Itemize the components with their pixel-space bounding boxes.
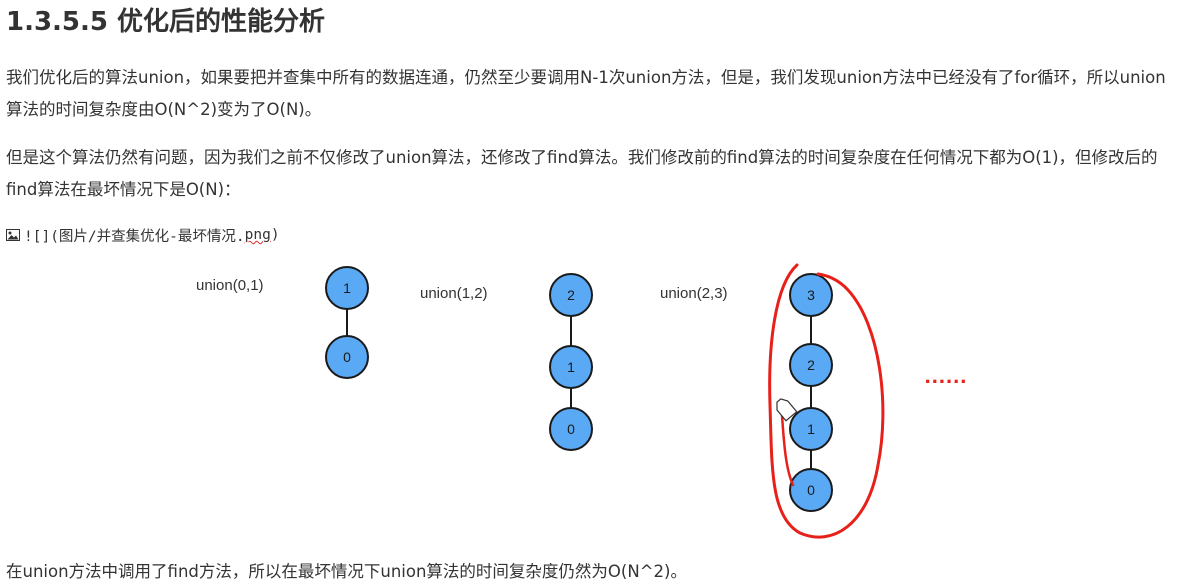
tree-node: 0 [325, 335, 369, 379]
tree-node: 2 [549, 273, 593, 317]
continuation-dots: ...... [925, 363, 968, 388]
svg-text:1: 1 [807, 421, 815, 437]
red-highlight-stroke [780, 413, 795, 487]
tree-node: 0 [549, 407, 593, 451]
tree-union-2-3: 3 2 1 0 [789, 273, 833, 512]
paragraph-find-problem: 但是这个算法仍然有问题，因为我们之前不仅修改了union算法，还修改了find算… [6, 148, 1158, 199]
svg-text:1: 1 [343, 280, 351, 296]
tree-union-1-2: 2 1 0 [549, 273, 593, 451]
tree-node: 1 [549, 345, 593, 389]
section-heading: 1.3.5.5 优化后的性能分析 [6, 7, 326, 37]
union-label-1: union(0,1) [196, 277, 264, 294]
red-highlight-loop [768, 263, 885, 539]
union-label-2: union(1,2) [420, 285, 488, 302]
tree-node: 0 [789, 468, 833, 512]
image-reference: ![](图片/并查集优化-最坏情况.png) [6, 224, 280, 246]
cursor-icon [776, 398, 798, 422]
tree-node: 1 [325, 266, 369, 310]
svg-text:1: 1 [567, 359, 575, 375]
image-ref-suffix: ) [270, 227, 280, 243]
svg-text:2: 2 [567, 287, 575, 303]
svg-text:0: 0 [807, 482, 815, 498]
tree-node: 3 [789, 273, 833, 317]
svg-text:0: 0 [343, 349, 351, 365]
paragraph-conclusion: 在union方法中调用了find方法，所以在最坏情况下union算法的时间复杂度… [6, 562, 687, 581]
image-ref-ext: png [244, 227, 271, 243]
svg-text:2: 2 [807, 357, 815, 373]
union-label-3: union(2,3) [660, 285, 728, 302]
svg-text:0: 0 [567, 421, 575, 437]
tree-node: 1 [789, 407, 833, 451]
image-icon [6, 229, 20, 241]
image-ref-prefix: ![](图片/并查集优化-最坏情况. [24, 228, 245, 245]
trees-canvas: 1 0 2 1 0 [325, 263, 968, 539]
union-worst-case-figure: union(0,1) union(1,2) union(2,3) 1 0 2 [0, 255, 1189, 555]
svg-text:3: 3 [807, 287, 815, 303]
paragraph-union-analysis: 我们优化后的算法union，如果要把并查集中所有的数据连通，仍然至少要调用N-1… [6, 68, 1166, 119]
tree-node: 2 [789, 343, 833, 387]
tree-union-0-1: 1 0 [325, 266, 369, 379]
